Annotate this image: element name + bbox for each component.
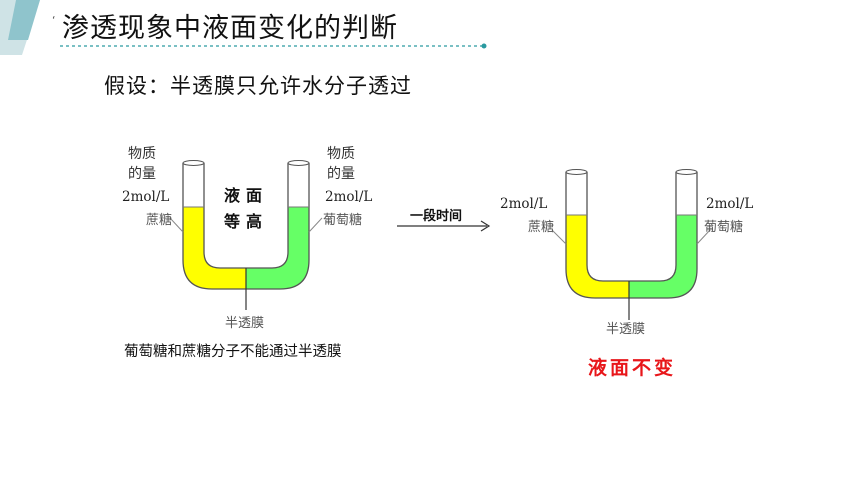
right-left-conc-label: 2mol/L <box>500 196 548 212</box>
header-decoration: ‘ <box>0 0 487 55</box>
left-solute-label: 蔗糖 <box>146 213 173 228</box>
right-u-tube-diagram <box>551 168 711 320</box>
right-sucrose-fill <box>566 215 629 298</box>
right-right-solute-label: 葡萄糖 <box>704 220 744 235</box>
right-conc-label: 2mol/L <box>325 189 373 205</box>
hypothesis-text: 假设：半透膜只允许水分子透过 <box>104 74 412 98</box>
right-solute-label: 葡萄糖 <box>323 213 363 228</box>
right-amount-label-1: 物质 <box>327 146 355 162</box>
level-equal-line1: 液面 <box>224 186 269 205</box>
right-glucose-fill <box>629 215 697 298</box>
svg-text:‘: ‘ <box>52 14 56 27</box>
left-membrane-label: 半透膜 <box>225 316 265 331</box>
right-amount-label-2: 的量 <box>327 166 355 182</box>
result-label: 液面不变 <box>588 357 677 379</box>
left-amount-label-1: 物质 <box>128 146 156 162</box>
level-equal-line2: 等高 <box>224 212 269 231</box>
time-passed-label: 一段时间 <box>410 209 463 224</box>
right-right-conc-label: 2mol/L <box>706 196 754 212</box>
left-conc-label: 2mol/L <box>122 189 170 205</box>
left-u-tube-diagram <box>170 159 323 310</box>
level-equal-label: 液面 等高 <box>224 183 268 235</box>
membrane-note: 葡萄糖和蔗糖分子不能通过半透膜 <box>124 344 342 360</box>
page-title: 渗透现象中液面变化的判断 <box>62 13 398 44</box>
left-amount-label-2: 的量 <box>128 166 156 182</box>
right-membrane-label: 半透膜 <box>606 322 646 337</box>
time-arrow-icon <box>397 220 491 232</box>
right-left-solute-label: 蔗糖 <box>528 220 555 235</box>
